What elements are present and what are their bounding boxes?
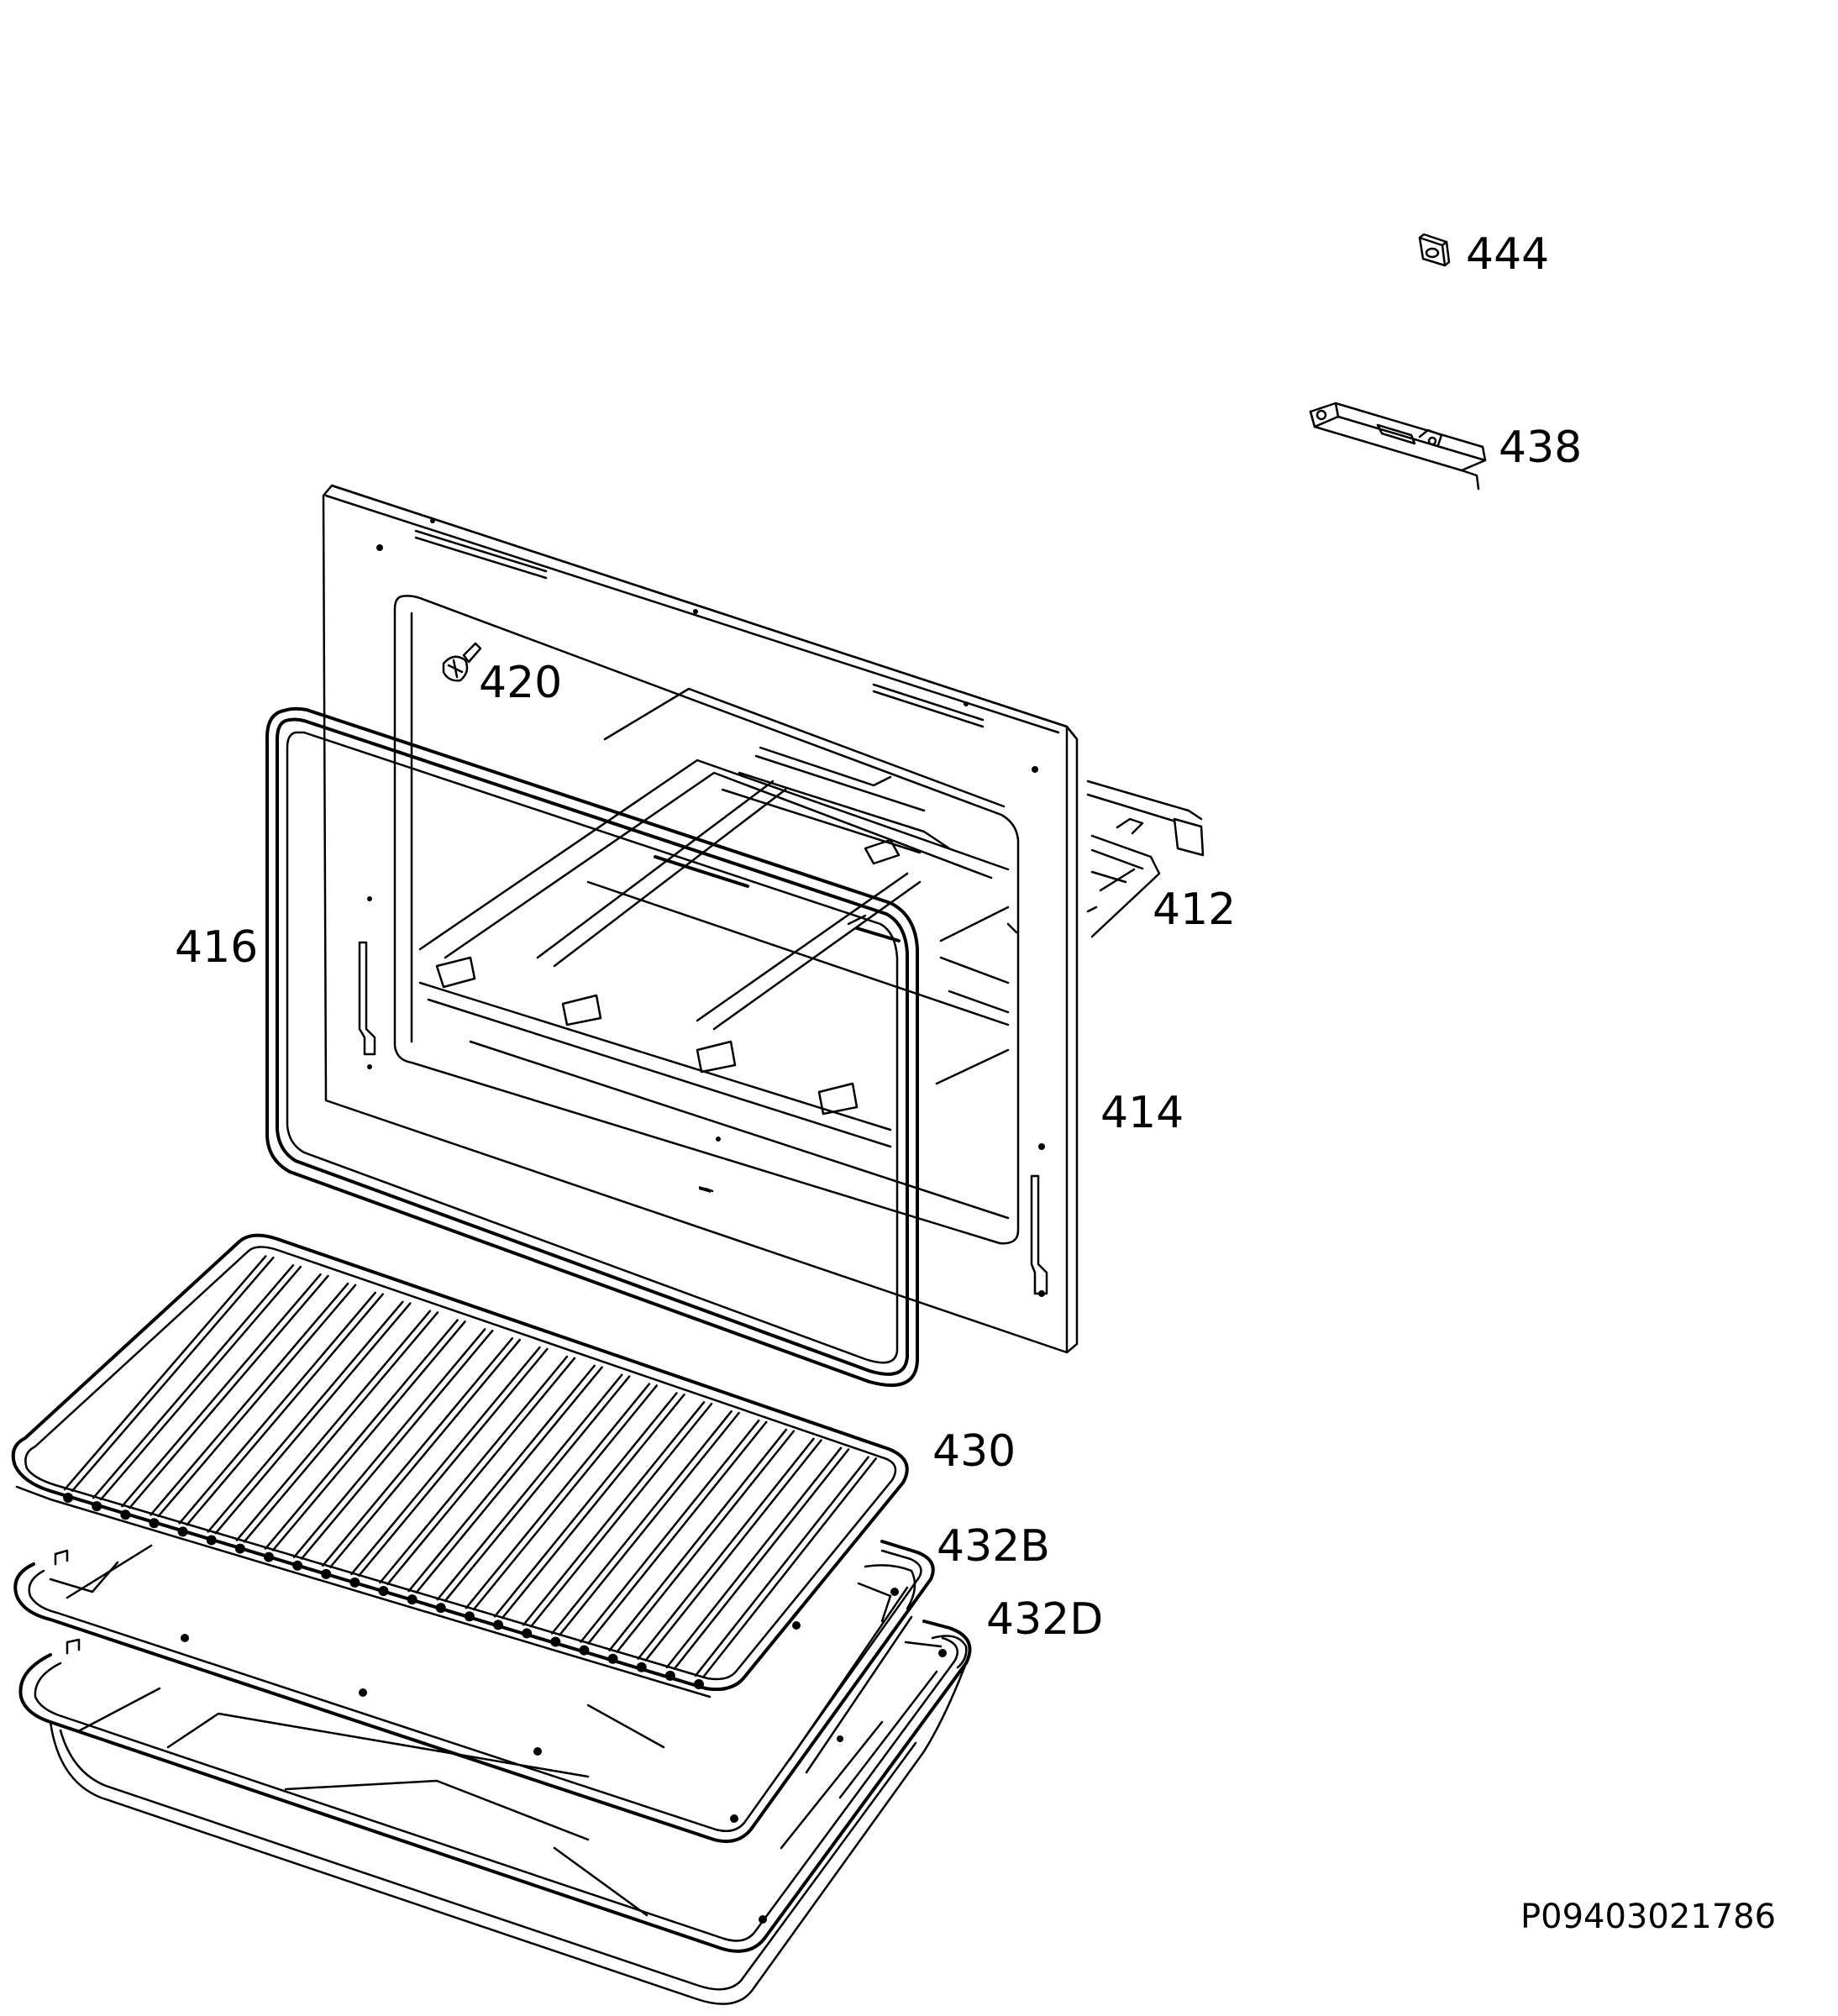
grid-bar bbox=[444, 1375, 631, 1603]
grid-bar bbox=[637, 1437, 815, 1661]
grid-bar bbox=[501, 1394, 685, 1620]
grid-knob bbox=[92, 1501, 102, 1512]
grid-knob bbox=[177, 1526, 188, 1537]
label-420: 420 bbox=[479, 658, 562, 708]
label-414: 414 bbox=[1100, 1088, 1184, 1138]
grid-knob bbox=[435, 1603, 446, 1614]
grid-bar bbox=[99, 1265, 302, 1501]
grid-bar bbox=[63, 1255, 267, 1491]
grid-knob bbox=[636, 1662, 647, 1672]
grid-bar bbox=[92, 1264, 295, 1499]
grid-knob bbox=[522, 1628, 533, 1639]
grid-knob bbox=[63, 1493, 74, 1504]
grid-bar bbox=[587, 1420, 768, 1645]
label-432B: 432B bbox=[937, 1521, 1050, 1572]
grid-bar bbox=[407, 1364, 596, 1593]
part-444-clip[interactable] bbox=[1418, 233, 1451, 267]
grid-knobs bbox=[63, 1493, 704, 1689]
part-414-front-frame[interactable] bbox=[322, 484, 1079, 1354]
grid-bar bbox=[121, 1273, 322, 1508]
part-430-wire-grid[interactable] bbox=[11, 1233, 909, 1698]
grid-bar bbox=[415, 1366, 603, 1594]
grid-bar bbox=[243, 1311, 439, 1543]
grid-bar bbox=[264, 1319, 459, 1550]
grid-bar bbox=[673, 1448, 850, 1670]
grid-knob bbox=[607, 1653, 618, 1664]
grid-knob bbox=[550, 1636, 561, 1647]
grid-knob bbox=[493, 1620, 504, 1630]
grid-knob bbox=[693, 1678, 704, 1689]
grid-bar bbox=[379, 1355, 569, 1584]
grid-bar bbox=[328, 1338, 522, 1568]
grid-bar bbox=[235, 1310, 432, 1541]
label-438: 438 bbox=[1499, 423, 1582, 473]
document-number: P09403021786 bbox=[1520, 1898, 1776, 1936]
grid-bar bbox=[608, 1428, 788, 1651]
grid-knob bbox=[292, 1560, 303, 1571]
grid-bar bbox=[522, 1401, 706, 1626]
grid-bar bbox=[580, 1419, 760, 1643]
grid-bar bbox=[150, 1282, 349, 1516]
label-430: 430 bbox=[932, 1426, 1016, 1477]
grid-knob bbox=[149, 1518, 160, 1529]
grid-bar bbox=[157, 1284, 357, 1518]
grid-bar bbox=[358, 1347, 549, 1577]
label-444: 444 bbox=[1466, 229, 1549, 280]
grid-bar bbox=[644, 1439, 822, 1662]
grid-bar bbox=[300, 1329, 494, 1560]
part-412-shelf-support[interactable] bbox=[1086, 780, 1205, 938]
grid-bar bbox=[529, 1402, 713, 1628]
part-416-door-seal[interactable] bbox=[265, 706, 919, 1388]
grid-knob bbox=[464, 1611, 475, 1622]
grid-knob bbox=[378, 1586, 389, 1596]
grid-knob bbox=[349, 1577, 360, 1588]
grid-bar bbox=[321, 1337, 514, 1567]
grid-knob bbox=[664, 1670, 675, 1681]
grid-bar bbox=[71, 1256, 275, 1493]
grid-bar bbox=[178, 1291, 376, 1525]
part-420-screw[interactable] bbox=[442, 642, 482, 682]
grid-knob bbox=[120, 1509, 131, 1520]
grid-bars bbox=[63, 1255, 877, 1679]
grid-bar bbox=[493, 1392, 678, 1618]
grid-bar bbox=[465, 1383, 651, 1609]
part-432D-deep-pan[interactable] bbox=[18, 1620, 972, 2005]
grid-bar bbox=[292, 1328, 486, 1558]
grid-bar bbox=[350, 1346, 541, 1576]
grid-bar bbox=[436, 1373, 623, 1601]
grid-knob bbox=[407, 1594, 417, 1605]
grid-knob bbox=[321, 1568, 332, 1579]
grid-bar bbox=[694, 1456, 869, 1677]
label-412: 412 bbox=[1153, 885, 1236, 935]
grid-bar bbox=[214, 1302, 412, 1535]
grid-bar bbox=[207, 1300, 404, 1533]
grid-knob bbox=[206, 1535, 217, 1546]
grid-bar bbox=[386, 1357, 576, 1586]
label-416: 416 bbox=[175, 922, 258, 973]
grid-knob bbox=[234, 1543, 245, 1554]
part-432B-baking-tray[interactable] bbox=[13, 1540, 935, 1844]
grid-bar bbox=[559, 1411, 740, 1636]
grid-knob bbox=[579, 1645, 590, 1656]
grid-bar bbox=[551, 1410, 733, 1635]
grid-bar bbox=[129, 1274, 329, 1509]
grid-bar bbox=[616, 1430, 796, 1653]
grid-bar bbox=[472, 1384, 659, 1611]
grid-bar bbox=[701, 1457, 877, 1679]
part-438-bracket[interactable] bbox=[1309, 402, 1487, 491]
label-432D: 432D bbox=[986, 1594, 1103, 1645]
grid-knob bbox=[263, 1551, 274, 1562]
grid-bar bbox=[665, 1446, 843, 1669]
grid-bar bbox=[271, 1320, 466, 1551]
grid-bar bbox=[186, 1293, 384, 1526]
